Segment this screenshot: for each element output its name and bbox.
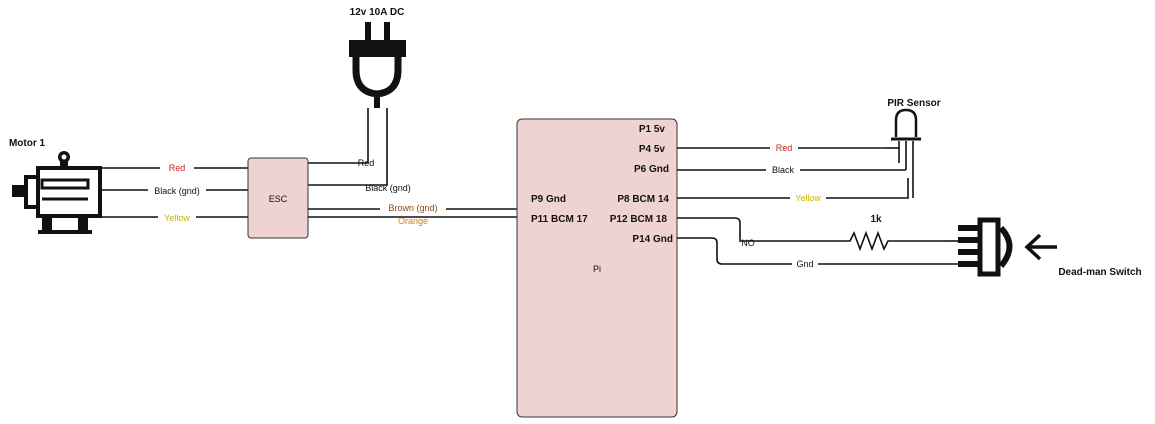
resistor-icon	[838, 230, 945, 252]
switch-no-label: NO	[741, 238, 755, 248]
orange-label: Orange	[398, 216, 428, 226]
pir-yellow-wire	[677, 178, 909, 199]
pir-black-label: Black	[772, 165, 795, 175]
psu-black-wire	[308, 108, 388, 186]
motor-yellow-label: Yellow	[164, 213, 190, 223]
pin-p4: P4 5v	[639, 144, 666, 155]
pi-label: Pi	[593, 264, 601, 274]
switch-gnd-label: Gnd	[796, 259, 813, 269]
pir-sensor-icon	[891, 108, 921, 198]
pir-red-label: Red	[776, 143, 793, 153]
psu-red-label: Red	[358, 158, 375, 168]
pir-yellow-label: Yellow	[795, 193, 821, 203]
switch-gnd-wire	[677, 237, 960, 265]
pin-p9: P9 Gnd	[531, 194, 566, 205]
esc-label: ESC	[269, 194, 288, 204]
brown-label: Brown (gnd)	[388, 203, 437, 213]
pin-p11: P11 BCM 17	[531, 214, 588, 225]
switch-label: Dead-man Switch	[1058, 267, 1141, 278]
switch-no-wire	[677, 217, 838, 242]
psu-black-label: Black (gnd)	[365, 183, 411, 193]
pin-p12: P12 BCM 18	[610, 214, 668, 225]
resistor-label: 1k	[870, 214, 882, 225]
pin-p8: P8 BCM 14	[617, 194, 669, 205]
motor-red-label: Red	[169, 163, 186, 173]
motor-icon	[12, 151, 102, 234]
arrow-left-icon	[1024, 233, 1057, 261]
esc-box	[247, 157, 309, 239]
pin-p6: P6 Gnd	[634, 164, 669, 175]
pi-box	[516, 118, 678, 418]
power-plug-icon	[349, 22, 406, 108]
motor-label: Motor 1	[9, 138, 46, 149]
pin-p1: P1 5v	[639, 124, 666, 135]
psu-red-wire	[308, 108, 369, 164]
pir-label: PIR Sensor	[887, 98, 940, 109]
power-label: 12v 10A DC	[350, 7, 405, 18]
motor-black-label: Black (gnd)	[154, 186, 200, 196]
pin-p14: P14 Gnd	[632, 234, 673, 245]
switch-icon	[958, 217, 1013, 277]
